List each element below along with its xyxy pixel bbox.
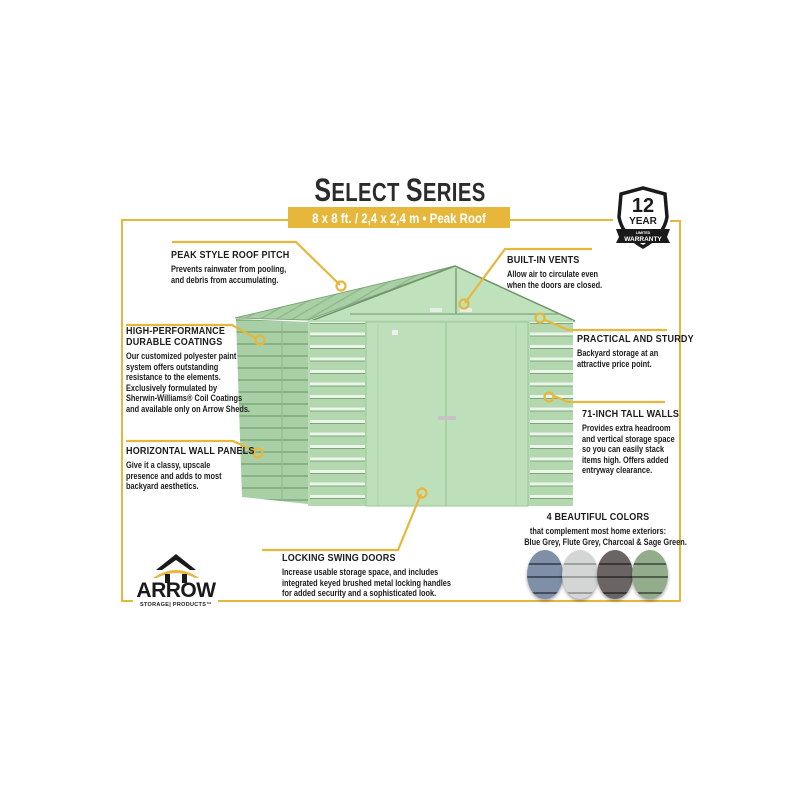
callout-title: PRACTICAL AND STURDY xyxy=(577,333,694,345)
callout-title: BUILT-IN VENTS xyxy=(507,254,580,266)
callout-tall-walls: 71-INCH TALL WALLS Provides extra headro… xyxy=(582,409,695,476)
arrow-logo: ARROW STORAGE| PRODUCTS™ xyxy=(133,552,219,614)
size-banner-text: 8 x 8 ft. / 2,4 x 2,4 m • Peak Roof xyxy=(312,209,486,226)
callout-wall-panels: HORIZONTAL WALL PANELS Give it a classy,… xyxy=(126,446,275,492)
svg-text:12: 12 xyxy=(632,195,654,217)
callout-text: that complement most home exteriors:Blue… xyxy=(524,526,687,547)
svg-text:YEAR: YEAR xyxy=(629,216,658,227)
callout-title: LOCKING SWING DOORS xyxy=(282,552,396,564)
callout-title: HORIZONTAL WALL PANELS xyxy=(126,445,255,457)
callout-built-in-vents: BUILT-IN VENTS Allow air to circulate ev… xyxy=(507,255,623,290)
callout-title: PEAK STYLE ROOF PITCH xyxy=(171,249,290,261)
warranty-badge-icon: 12 YEAR LIMITED WARRANTY xyxy=(616,186,670,250)
house-roof-icon xyxy=(153,554,199,583)
frame-bottom-left xyxy=(121,600,133,602)
callout-title: 71-INCH TALL WALLS xyxy=(582,408,680,420)
callout-text: Increase usable storage space, and inclu… xyxy=(282,567,451,598)
callout-practical-sturdy: PRACTICAL AND STURDY Backyard storage at… xyxy=(577,334,713,369)
callout-locking-doors: LOCKING SWING DOORS Increase usable stor… xyxy=(282,553,488,599)
frame-bottom-right xyxy=(218,600,681,602)
svg-text:LIMITED: LIMITED xyxy=(636,231,651,235)
page-title: SELECT SERIES xyxy=(88,172,712,209)
swatch-flute-grey xyxy=(562,550,598,599)
callout-text: Prevents rainwater from pooling,and debr… xyxy=(171,264,287,285)
swatch-sage-green xyxy=(632,550,668,599)
frame-top-left xyxy=(121,219,288,221)
size-banner: 8 x 8 ft. / 2,4 x 2,4 m • Peak Roof xyxy=(288,207,510,228)
logo-brand: ARROW xyxy=(136,579,216,602)
callout-title: 4 BEAUTIFUL COLORS xyxy=(546,511,650,523)
frame-right xyxy=(679,220,681,602)
logo-tagline: STORAGE| PRODUCTS™ xyxy=(140,602,212,608)
svg-text:WARRANTY: WARRANTY xyxy=(624,236,662,243)
swatch-blue-grey xyxy=(527,550,563,599)
frame-right-tick xyxy=(670,220,681,222)
title-cap-2: S xyxy=(405,172,423,208)
shed-illustration xyxy=(234,265,575,507)
frame-top-right xyxy=(510,219,613,221)
title-rest-2: ERIES xyxy=(422,177,486,207)
title-rest-1: ELECT xyxy=(331,177,406,207)
callout-roof-pitch: PEAK STYLE ROOF PITCH Prevents rainwater… xyxy=(171,250,312,285)
frame-left xyxy=(121,219,123,602)
callout-beautiful-colors: 4 BEAUTIFUL COLORS that complement most … xyxy=(508,512,688,547)
title-cap-1: S xyxy=(314,172,332,208)
swatch-charcoal xyxy=(597,550,633,599)
